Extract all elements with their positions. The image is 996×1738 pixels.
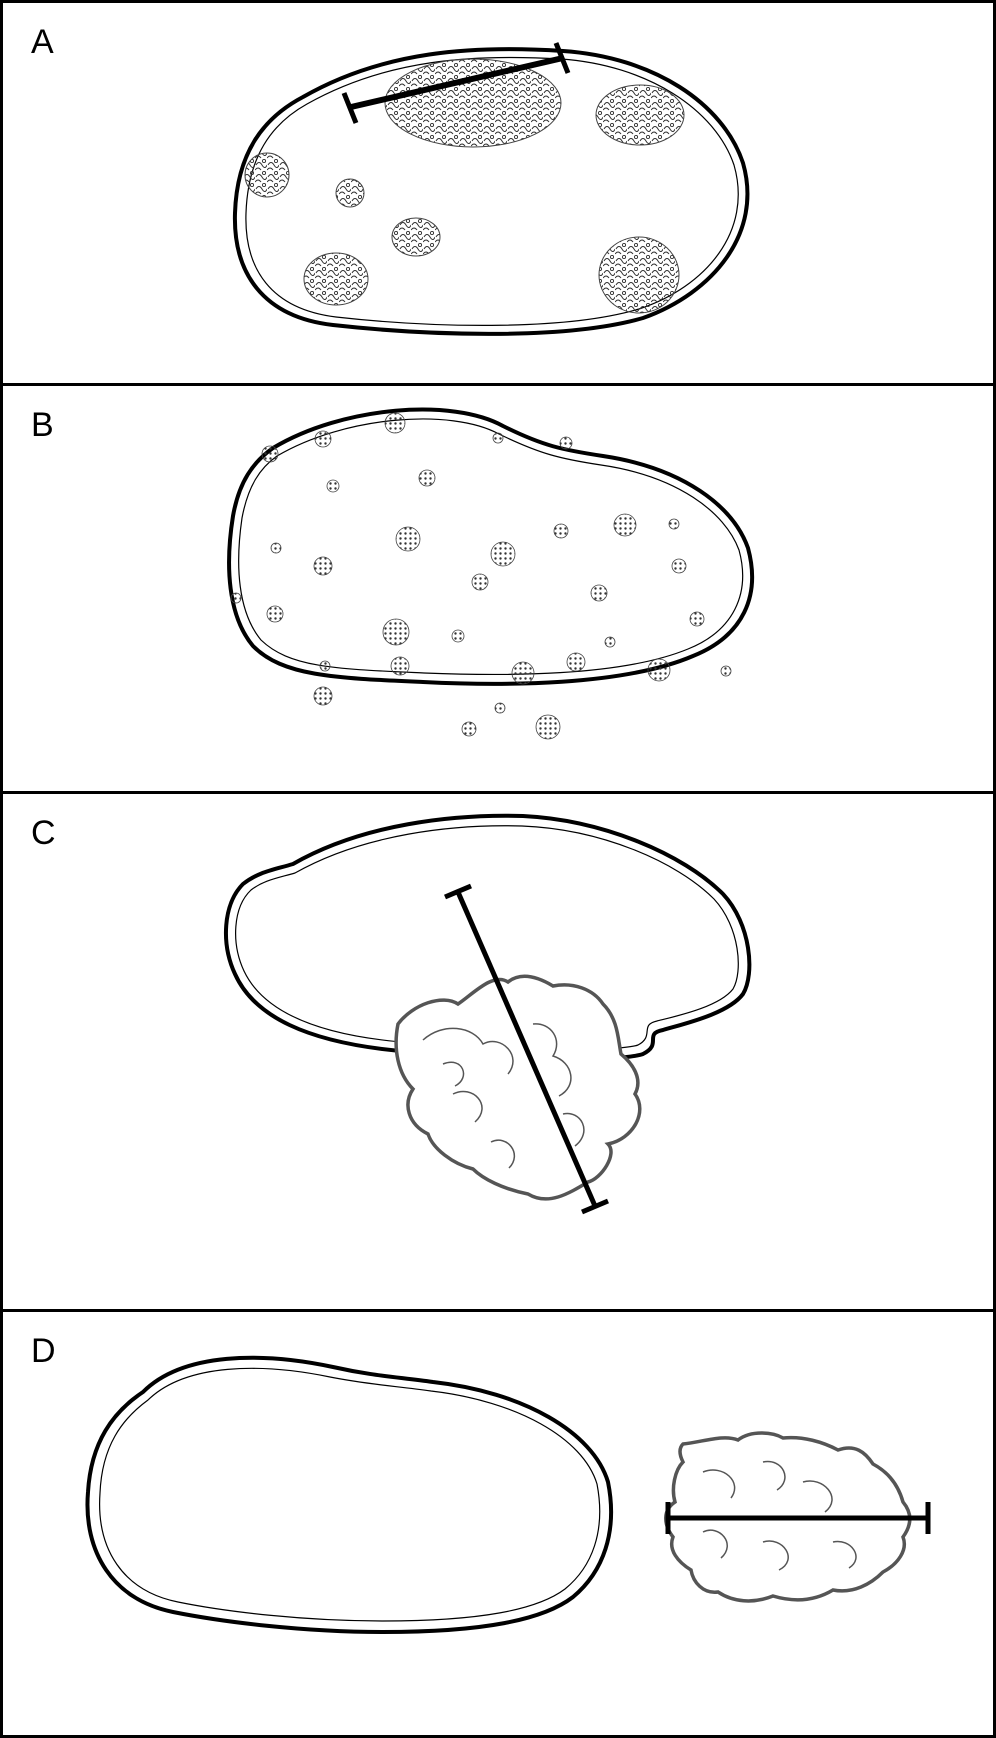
scale-bar-icon: [665, 1502, 931, 1534]
panel-a-drawing: [232, 42, 750, 336]
nuclear-cluster-icon: [494, 702, 506, 714]
nuclear-cluster-icon: [671, 558, 687, 574]
nuclear-cluster-icon: [261, 445, 279, 463]
nuclear-cluster-icon: [319, 660, 331, 672]
nuclear-cluster-icon: [335, 178, 365, 208]
panel-a: A: [0, 0, 996, 386]
panel-b: B: [0, 383, 996, 794]
nuclear-cluster-icon: [395, 526, 421, 552]
nuclear-cluster-icon: [391, 217, 441, 257]
irregular-body-icon: [394, 974, 642, 1201]
nuclear-cluster-icon: [230, 592, 242, 604]
nuclear-cluster-icon: [303, 252, 369, 306]
nuclear-cluster-icon: [451, 629, 465, 643]
nuclear-cluster-icon: [492, 432, 504, 444]
scale-bar-icon: [444, 883, 609, 1215]
nuclear-cluster-icon: [390, 656, 410, 676]
panel-label-d: D: [31, 1332, 56, 1370]
nuclear-cluster-icon: [313, 686, 333, 706]
nuclear-cluster-icon: [613, 513, 637, 537]
nuclear-cluster-icon: [595, 84, 685, 146]
nuclear-cluster-icon: [668, 518, 680, 530]
nuclear-cluster-icon: [384, 58, 562, 148]
nuclear-cluster-icon: [313, 556, 333, 576]
nuclear-cluster-icon: [647, 658, 671, 682]
nuclear-cluster-icon: [490, 541, 516, 567]
nuclear-cluster-icon: [461, 721, 477, 737]
nuclear-cluster-icon: [590, 584, 608, 602]
nuclear-cluster-icon: [553, 523, 569, 539]
nuclear-cluster-icon: [418, 469, 436, 487]
nuclear-cluster-icon: [598, 236, 680, 314]
panel-label-b: B: [31, 406, 54, 444]
cell-outline-icon: [85, 1355, 613, 1635]
nuclear-cluster-icon: [720, 665, 732, 677]
panel-c: C: [0, 791, 996, 1312]
scale-bar-icon: [341, 42, 571, 124]
cell-outline-icon: [227, 407, 755, 686]
nuclear-cluster-icon: [535, 714, 561, 740]
nuclear-cluster-icon: [314, 430, 332, 448]
cell-outline-icon: [224, 813, 752, 1063]
nuclear-cluster-icon: [566, 652, 586, 672]
nuclear-cluster-icon: [270, 542, 282, 554]
nuclear-cluster-icon: [559, 436, 573, 450]
nuclear-cluster-icon: [511, 661, 535, 685]
nuclear-clusters: [244, 58, 685, 314]
nuclear-cluster-icon: [384, 412, 406, 434]
nuclear-clusters: [230, 412, 732, 740]
nuclear-cluster-icon: [604, 636, 616, 648]
panel-d: D: [0, 1309, 996, 1738]
panel-d-drawing: [85, 1355, 931, 1635]
panel-c-drawing: [224, 813, 752, 1215]
panel-b-drawing: [227, 407, 755, 740]
panel-label-c: C: [31, 814, 56, 852]
nuclear-cluster-icon: [382, 618, 410, 646]
panel-label-a: A: [31, 23, 54, 61]
nuclear-cluster-icon: [689, 611, 705, 627]
nuclear-cluster-icon: [326, 479, 340, 493]
nuclear-cluster-icon: [266, 605, 284, 623]
nuclear-cluster-icon: [244, 152, 290, 198]
nuclear-cluster-icon: [471, 573, 489, 591]
